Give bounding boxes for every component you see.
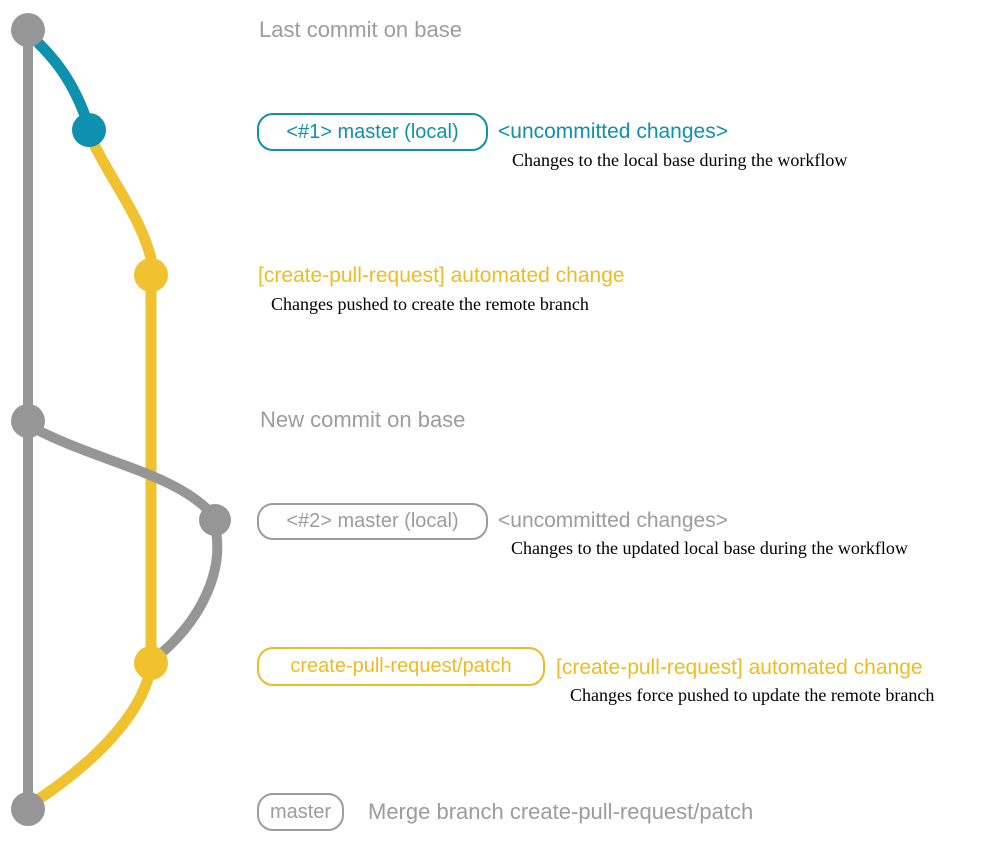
uncommitted-changes-title-1: <uncommitted changes>: [498, 120, 728, 143]
commit-dot-last-base: [11, 13, 45, 47]
uncommitted-branch-line-2b: [152, 518, 223, 662]
last-commit-label: Last commit on base: [259, 17, 462, 42]
commit-dot-uncommitted-1: [72, 113, 106, 147]
branch-badge-create-pull-request-patch: create-pull-request/patch: [257, 647, 545, 686]
automated-change-title-2: [create-pull-request] automated change: [556, 656, 923, 679]
branch-badge-create-pull-request-patch-label: create-pull-request/patch: [290, 655, 512, 677]
automated-change-desc-2: Changes force pushed to update the remot…: [570, 685, 935, 705]
uncommitted-branch-line-1: [22, 27, 94, 130]
uncommitted-branch-line-2a: [23, 420, 218, 520]
merge-branch-line: [24, 661, 157, 811]
git-graph: [11, 13, 231, 826]
branch-badge-master-local-2: <#2> master (local): [257, 503, 488, 540]
automated-change-title-1: [create-pull-request] automated change: [258, 264, 625, 287]
create-pull-request-branch-line: [83, 128, 157, 669]
commit-dot-new-base: [11, 404, 45, 438]
commit-dot-create-pull-request-1: [134, 258, 168, 292]
automated-change-desc-1: Changes pushed to create the remote bran…: [271, 294, 589, 314]
uncommitted-changes-desc-1: Changes to the local base during the wor…: [512, 150, 848, 170]
merge-commit-label: Merge branch create-pull-request/patch: [368, 799, 754, 824]
commit-dot-merge: [11, 792, 45, 826]
uncommitted-changes-title-2: <uncommitted changes>: [498, 509, 728, 532]
new-commit-label: New commit on base: [260, 407, 466, 432]
branch-badge-master-local-2-label: <#2> master (local): [286, 510, 459, 532]
uncommitted-changes-desc-2: Changes to the updated local base during…: [511, 538, 908, 558]
branch-badge-master-local-1: <#1> master (local): [257, 113, 488, 151]
branch-badge-master-label: master: [269, 800, 332, 823]
commit-dot-create-pull-request-2: [134, 646, 168, 680]
branch-badge-master-local-1-label: <#1> master (local): [286, 120, 459, 143]
branch-badge-master: master: [257, 793, 344, 831]
commit-dot-uncommitted-2: [199, 504, 231, 536]
